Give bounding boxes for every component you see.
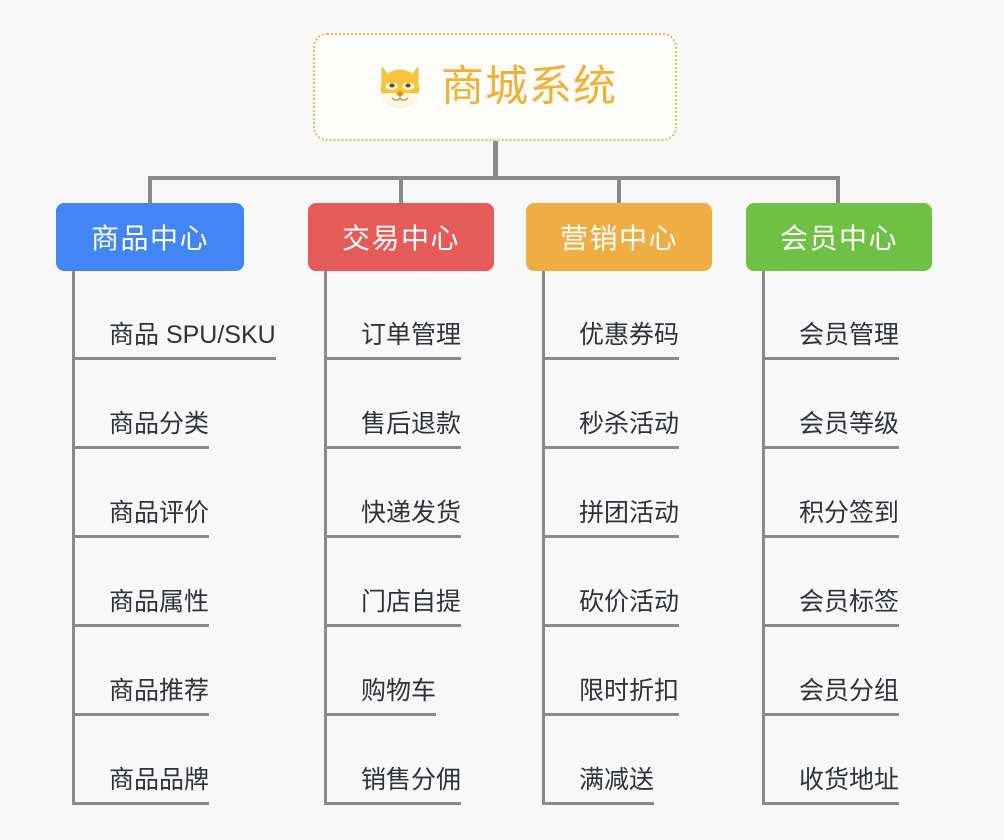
- leaf-item-label: 商品 SPU/SKU: [109, 320, 276, 360]
- branch-header-product-center[interactable]: 商品中心: [56, 203, 244, 271]
- leaf-item-label: 会员标签: [799, 587, 900, 627]
- leaf-item[interactable]: 拼团活动: [545, 449, 712, 538]
- branch-trade-center: 交易中心 订单管理 售后退款 快递发货 门店自提 购物车: [308, 203, 494, 805]
- leaf-connector: [75, 446, 109, 449]
- leaf-connector: [765, 535, 799, 538]
- leaf-item-label: 收货地址: [799, 765, 900, 805]
- leaf-item[interactable]: 限时折扣: [545, 627, 712, 716]
- leaf-item-label: 限时折扣: [579, 676, 680, 716]
- leaf-item[interactable]: 门店自提: [327, 538, 494, 627]
- leaf-item[interactable]: 售后退款: [327, 360, 494, 449]
- branch-header-label: 交易中心: [341, 223, 460, 254]
- leaf-connector: [545, 713, 579, 716]
- leaf-connector: [765, 446, 799, 449]
- leaf-connector: [327, 446, 361, 449]
- leaf-item[interactable]: 商品推荐: [75, 627, 276, 716]
- leaf-connector: [765, 624, 799, 627]
- leaf-item-label: 会员管理: [799, 320, 900, 360]
- leaf-connector: [765, 357, 799, 360]
- leaf-list-trade-center: 订单管理 售后退款 快递发货 门店自提 购物车 销售分佣: [324, 271, 494, 805]
- branch-header-trade-center[interactable]: 交易中心: [308, 203, 494, 271]
- leaf-list-marketing-center: 优惠券码 秒杀活动 拼团活动 砍价活动 限时折扣 满减送: [542, 271, 712, 805]
- leaf-item-label: 订单管理: [361, 320, 462, 360]
- leaf-connector: [327, 713, 361, 716]
- leaf-connector: [327, 802, 361, 805]
- branch-product-center: 商品中心 商品 SPU/SKU 商品分类 商品评价 商品属性 商品推荐: [56, 203, 276, 805]
- leaf-connector: [545, 535, 579, 538]
- leaf-connector: [75, 357, 109, 360]
- leaf-list-member-center: 会员管理 会员等级 积分签到 会员标签 会员分组 收货地址: [762, 271, 932, 805]
- leaf-connector: [327, 357, 361, 360]
- connector-drop-1: [148, 176, 152, 204]
- leaf-list-product-center: 商品 SPU/SKU 商品分类 商品评价 商品属性 商品推荐 商品品牌: [72, 271, 276, 805]
- leaf-connector: [765, 802, 799, 805]
- leaf-item[interactable]: 销售分佣: [327, 716, 494, 805]
- leaf-item[interactable]: 会员管理: [765, 271, 932, 360]
- leaf-connector: [327, 535, 361, 538]
- connector-drop-4: [836, 176, 840, 204]
- connector-drop-2: [399, 176, 403, 204]
- leaf-connector: [545, 357, 579, 360]
- leaf-item-label: 快递发货: [361, 498, 462, 538]
- leaf-item[interactable]: 秒杀活动: [545, 360, 712, 449]
- leaf-item[interactable]: 商品属性: [75, 538, 276, 627]
- leaf-item-label: 满减送: [579, 765, 655, 805]
- leaf-connector: [545, 624, 579, 627]
- leaf-item-label: 商品分类: [109, 409, 210, 449]
- leaf-item[interactable]: 订单管理: [327, 271, 494, 360]
- leaf-item-label: 积分签到: [799, 498, 900, 538]
- leaf-connector: [75, 624, 109, 627]
- branch-header-member-center[interactable]: 会员中心: [746, 203, 932, 271]
- leaf-item-label: 售后退款: [361, 409, 462, 449]
- leaf-item[interactable]: 购物车: [327, 627, 494, 716]
- branch-member-center: 会员中心 会员管理 会员等级 积分签到 会员标签 会员分组: [746, 203, 932, 805]
- leaf-item[interactable]: 商品品牌: [75, 716, 276, 805]
- branch-header-label: 会员中心: [779, 223, 898, 254]
- leaf-item[interactable]: 优惠券码: [545, 271, 712, 360]
- leaf-item-label: 秒杀活动: [579, 409, 680, 449]
- leaf-item-label: 会员分组: [799, 676, 900, 716]
- leaf-connector: [545, 802, 579, 805]
- branch-header-label: 商品中心: [90, 223, 209, 254]
- leaf-item[interactable]: 商品分类: [75, 360, 276, 449]
- branch-header-label: 营销中心: [559, 223, 678, 254]
- leaf-connector: [545, 446, 579, 449]
- leaf-item-label: 砍价活动: [579, 587, 680, 627]
- connector-bus-bar: [148, 176, 840, 180]
- branch-marketing-center: 营销中心 优惠券码 秒杀活动 拼团活动 砍价活动 限时折扣: [526, 203, 712, 805]
- leaf-item[interactable]: 收货地址: [765, 716, 932, 805]
- leaf-item-label: 商品评价: [109, 498, 210, 538]
- leaf-item[interactable]: 商品评价: [75, 449, 276, 538]
- leaf-item-label: 商品推荐: [109, 676, 210, 716]
- leaf-connector: [327, 624, 361, 627]
- connector-root-stem: [493, 141, 498, 180]
- leaf-item-label: 购物车: [361, 676, 437, 716]
- leaf-item[interactable]: 会员等级: [765, 360, 932, 449]
- leaf-item[interactable]: 会员标签: [765, 538, 932, 627]
- leaf-item-label: 会员等级: [799, 409, 900, 449]
- leaf-connector: [75, 713, 109, 716]
- root-node-商城系统[interactable]: 商城系统: [313, 33, 677, 141]
- shiba-dog-face-icon: [380, 66, 420, 109]
- branch-header-marketing-center[interactable]: 营销中心: [526, 203, 712, 271]
- leaf-item[interactable]: 商品 SPU/SKU: [75, 271, 276, 360]
- leaf-connector: [765, 713, 799, 716]
- leaf-item-label: 门店自提: [361, 587, 462, 627]
- leaf-item-label: 优惠券码: [579, 320, 680, 360]
- leaf-item[interactable]: 会员分组: [765, 627, 932, 716]
- root-node-title: 商城系统: [441, 62, 617, 111]
- leaf-item-label: 商品属性: [109, 587, 210, 627]
- leaf-item[interactable]: 满减送: [545, 716, 712, 805]
- leaf-item[interactable]: 砍价活动: [545, 538, 712, 627]
- leaf-item[interactable]: 积分签到: [765, 449, 932, 538]
- leaf-connector: [75, 535, 109, 538]
- leaf-item-label: 商品品牌: [109, 765, 210, 805]
- leaf-item[interactable]: 快递发货: [327, 449, 494, 538]
- connector-drop-3: [617, 176, 621, 204]
- leaf-item-label: 拼团活动: [579, 498, 680, 538]
- leaf-item-label: 销售分佣: [361, 765, 462, 805]
- leaf-connector: [75, 802, 109, 805]
